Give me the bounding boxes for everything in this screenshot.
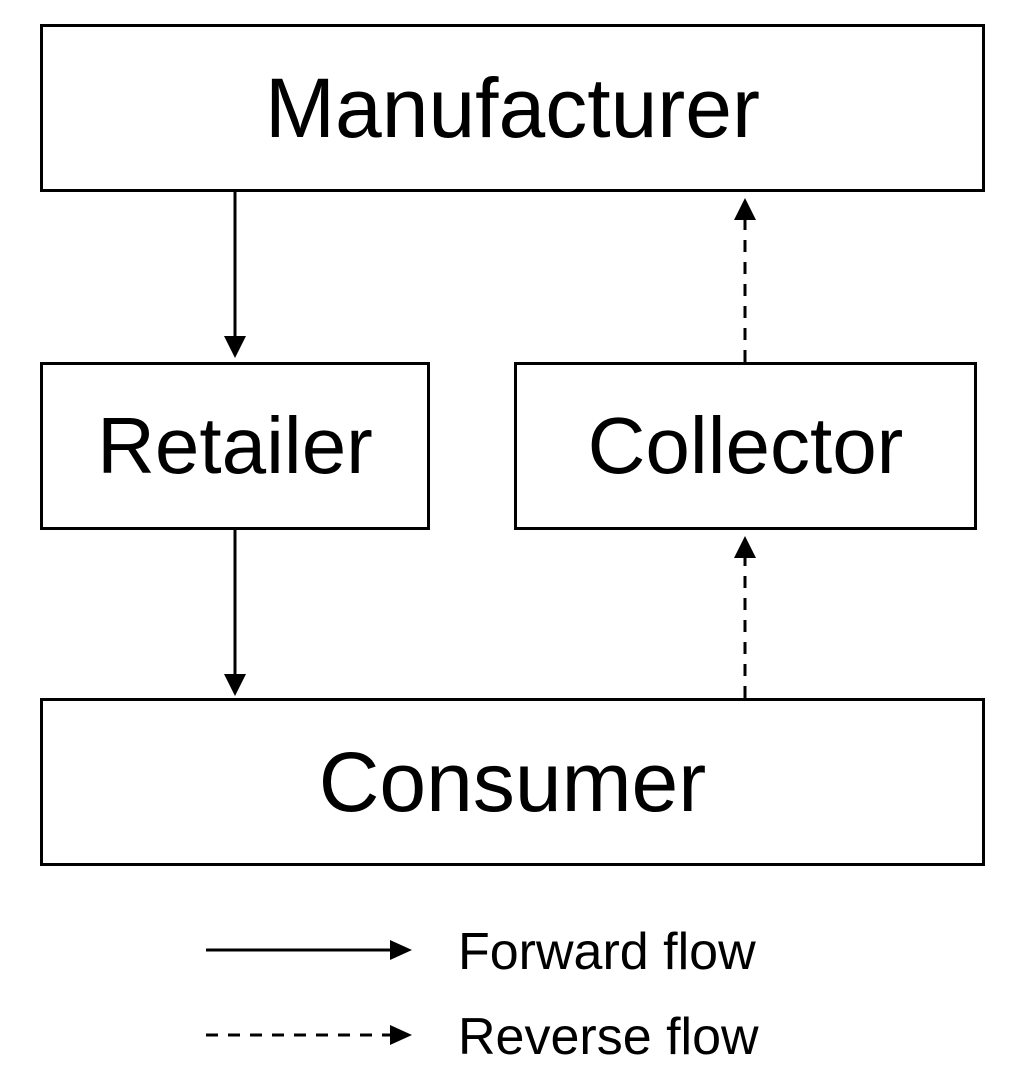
consumer-label: Consumer: [318, 735, 707, 829]
manufacturer-label: Manufacturer: [265, 61, 760, 155]
legend-reverse-arrow: [206, 1025, 412, 1045]
edge-collector-to-manufacturer: [734, 198, 756, 362]
retailer-node: Retailer: [40, 362, 430, 530]
manufacturer-node: Manufacturer: [40, 24, 985, 192]
collector-label: Collector: [587, 401, 904, 490]
legend-forward-label: Forward flow: [458, 923, 756, 981]
collector-node: Collector: [514, 362, 977, 530]
legend-forward-arrow: [206, 940, 412, 960]
edge-manufacturer-to-retailer: [224, 192, 246, 358]
edge-consumer-to-collector: [734, 536, 756, 698]
edge-retailer-to-consumer: [224, 530, 246, 696]
retailer-label: Retailer: [97, 401, 373, 490]
legend-reverse-label: Reverse flow: [458, 1008, 759, 1066]
consumer-node: Consumer: [40, 698, 985, 866]
